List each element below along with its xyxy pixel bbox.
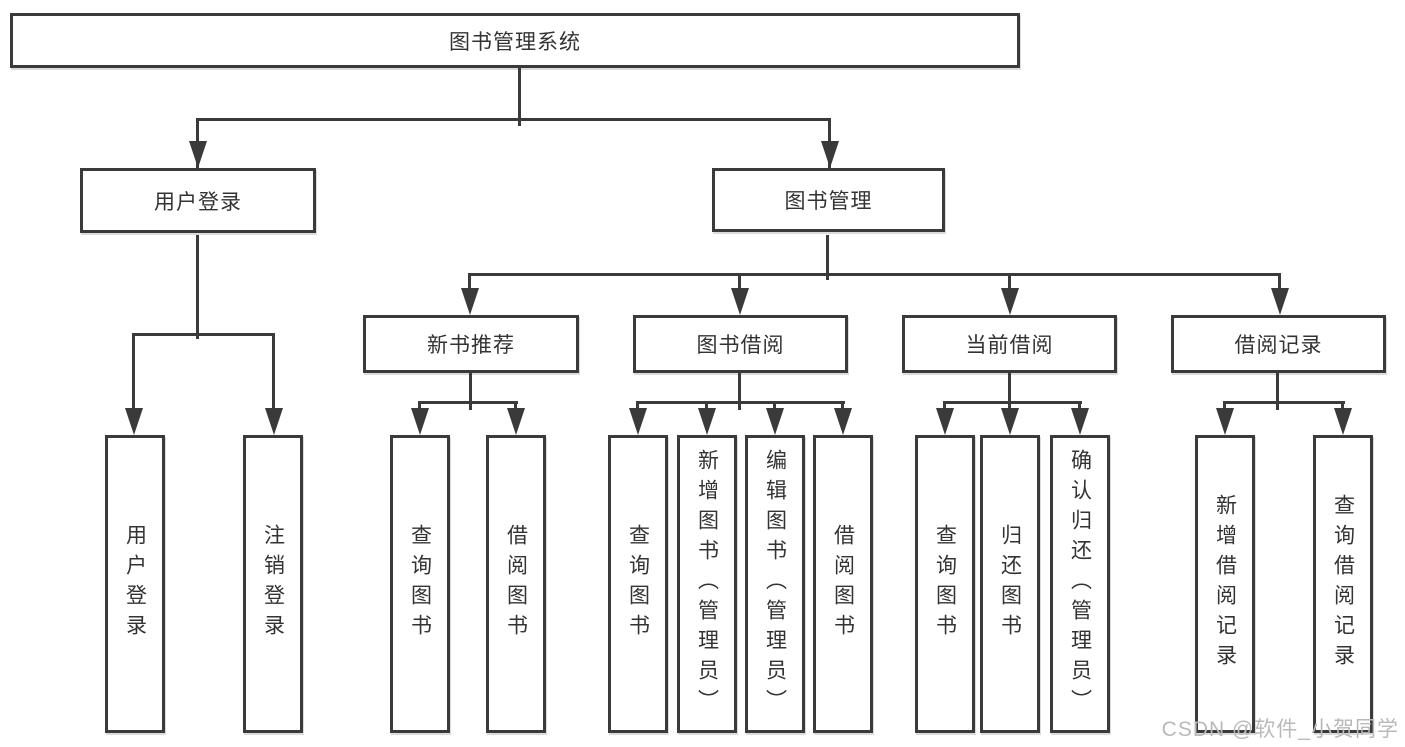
node-root: 图书管理系统 [10,13,1020,68]
leaf-logout: 注销登录 [243,435,303,733]
leaf-confirm-return-admin: 确认归还（管理员） [1050,435,1110,733]
connector-new-book-stem [469,371,472,410]
leaf-query-books-current-label: 查询图书 [933,524,957,644]
node-new-book-recommendation: 新书推荐 [363,315,579,373]
connector-book-management-stem [826,235,829,280]
connector-drop-new-book [468,273,471,298]
leaf-add-book-admin: 新增图书（管理员） [677,435,737,733]
connector-drop-borrowing-records [1278,273,1281,298]
node-user-login: 用户登录 [80,168,316,233]
arrow-down-edit-book [766,408,784,435]
connector-book-borrowing-bus [637,401,845,404]
connector-current-borrowing-stem [1008,371,1011,410]
arrow-down-add-book [698,408,716,435]
leaf-add-borrow-record-label: 新增借阅记录 [1213,494,1237,674]
connector-drop-leaf-user-login [132,333,135,408]
connector-drop-current-borrowing [1008,273,1011,298]
leaf-query-borrow-record-label: 查询借阅记录 [1331,494,1355,674]
leaf-query-books-recommend: 查询图书 [390,435,450,733]
leaf-borrow-books: 借阅图书 [813,435,873,733]
node-current-borrowing: 当前借阅 [902,315,1117,373]
arrow-down-user-login [189,141,207,168]
leaf-borrow-books-recommend-label: 借阅图书 [504,524,528,644]
node-book-management-label: 图书管理 [784,190,873,213]
node-user-login-label: 用户登录 [154,190,242,214]
arrow-down-leaf-user-login [125,408,143,435]
connector-root-stem [518,67,521,126]
arrow-down-query-borrowing [629,408,647,435]
leaf-query-books-borrowing: 查询图书 [608,435,668,733]
leaf-return-books-label: 归还图书 [998,524,1022,644]
arrow-down-current-borrowing [1001,288,1019,315]
arrow-down-leaf-logout [265,408,283,435]
watermark: CSDN @软件_小贺同学 [1161,718,1399,741]
node-root-label: 图书管理系统 [449,30,581,54]
leaf-borrow-books-recommend: 借阅图书 [486,435,546,733]
node-book-management: 图书管理 [712,168,945,232]
leaf-borrow-books-label: 借阅图书 [831,524,855,644]
node-book-borrowing-label: 图书借阅 [696,334,785,357]
arrow-down-return-book [1001,408,1019,435]
leaf-edit-book-admin-label: 编辑图书（管理员） [763,449,787,719]
connector-root-bus [197,118,831,121]
leaf-logout-label: 注销登录 [261,524,285,644]
node-borrowing-records: 借阅记录 [1171,315,1386,373]
node-book-borrowing: 图书借阅 [633,315,848,373]
arrow-down-query-current [936,408,954,435]
arrow-down-confirm-return [1071,408,1089,435]
leaf-query-books-recommend-label: 查询图书 [408,524,432,644]
arrow-down-borrow-recommend [507,408,525,435]
arrow-down-borrow-book [834,408,852,435]
connector-borrowing-records-stem [1276,371,1279,410]
arrow-down-borrowing-records [1271,288,1289,315]
connector-book-management-bus [469,273,1281,276]
leaf-add-book-admin-label: 新增图书（管理员） [695,449,719,719]
node-borrowing-records-label: 借阅记录 [1234,334,1323,357]
connector-new-book-bus [419,401,518,404]
leaf-return-books: 归还图书 [980,435,1040,733]
leaf-query-books-borrowing-label: 查询图书 [626,524,650,644]
connector-drop-book-borrowing [738,273,741,298]
node-current-borrowing-label: 当前借阅 [965,334,1054,357]
connector-user-login-bus [133,333,275,336]
leaf-confirm-return-admin-label: 确认归还（管理员） [1068,449,1092,719]
leaf-query-borrow-record: 查询借阅记录 [1313,435,1373,733]
connector-drop-leaf-logout [272,333,275,408]
leaf-edit-book-admin: 编辑图书（管理员） [745,435,805,733]
arrow-down-book-borrowing [731,288,749,315]
arrow-down-query-recommend [411,408,429,435]
arrow-down-book-management [821,141,839,168]
node-new-book-recommendation-label: 新书推荐 [427,334,515,357]
arrow-down-add-record [1216,408,1234,435]
connector-current-borrowing-bus [943,401,1082,404]
connector-book-borrowing-stem [738,371,741,410]
arrow-down-query-record [1334,408,1352,435]
leaf-user-login-label: 用户登录 [123,524,147,644]
arrow-down-new-book [461,288,479,315]
connector-borrowing-records-bus [1223,401,1345,404]
leaf-user-login: 用户登录 [105,435,165,733]
leaf-query-books-current: 查询图书 [915,435,975,733]
connector-user-login-stem [196,235,199,339]
leaf-add-borrow-record: 新增借阅记录 [1195,435,1255,733]
